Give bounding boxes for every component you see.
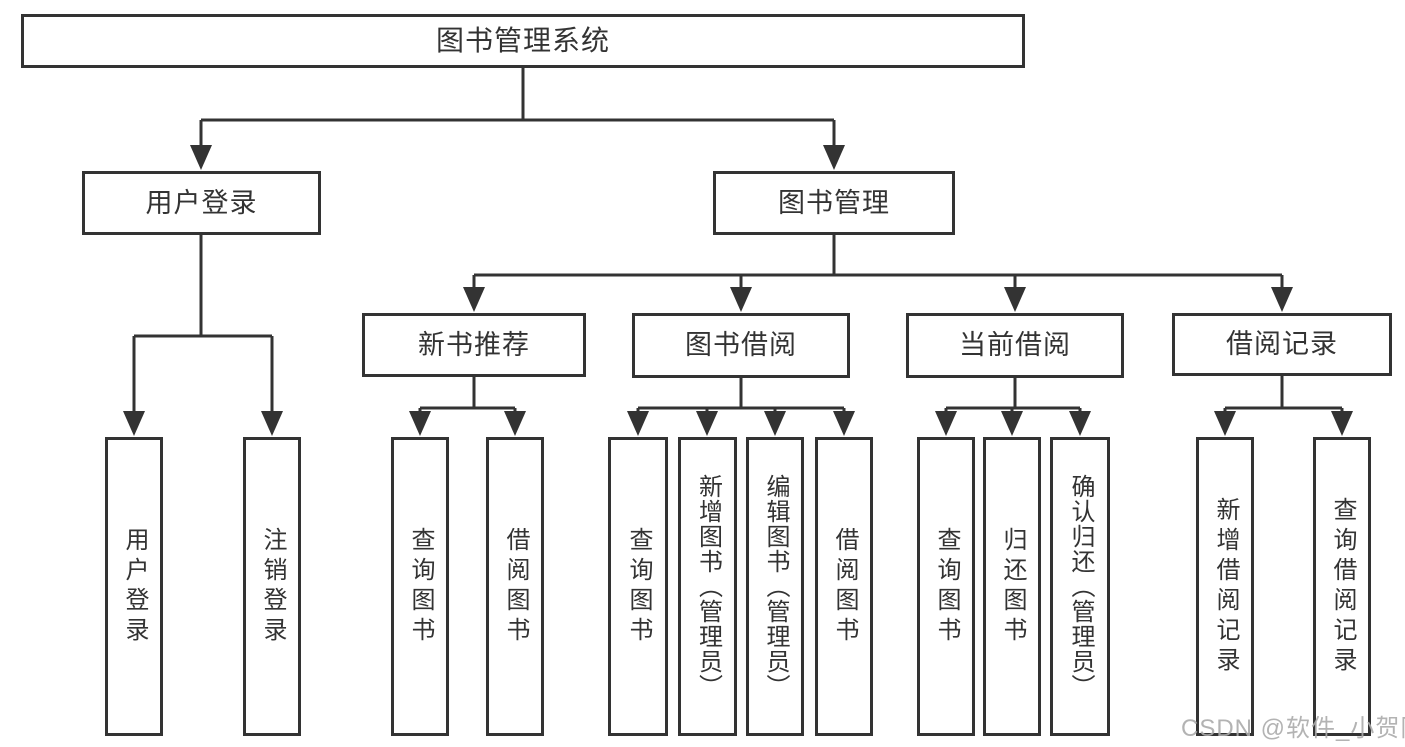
- node-current-borrow: 当前借阅: [906, 313, 1124, 378]
- node-user-login: 用户登录: [82, 171, 321, 235]
- arrowheads: [123, 145, 1353, 436]
- csdn-watermark: CSDN @软件_小贺同学: [1181, 715, 1405, 742]
- leaf-query-books-3: 查询图书: [917, 437, 975, 736]
- node-book-management: 图书管理: [713, 171, 955, 235]
- leaf-borrow-books-2: 借阅图书: [815, 437, 873, 736]
- leaf-user-login: 用户登录: [105, 437, 163, 736]
- node-borrow-records: 借阅记录: [1172, 313, 1392, 376]
- leaf-borrow-books-1: 借阅图书: [486, 437, 544, 736]
- leaf-logout: 注销登录: [243, 437, 301, 736]
- leaf-query-books-2: 查询图书: [608, 437, 668, 736]
- leaf-add-books-admin: 新增图书（管理员）: [678, 437, 737, 736]
- leaf-add-borrow-record: 新增借阅记录: [1196, 437, 1254, 736]
- node-new-book-recommend: 新书推荐: [362, 313, 586, 377]
- leaf-edit-books-admin: 编辑图书（管理员）: [746, 437, 804, 736]
- leaf-confirm-return-admin: 确认归还（管理员）: [1050, 437, 1110, 736]
- leaf-query-borrow-record: 查询借阅记录: [1313, 437, 1371, 736]
- node-book-borrow: 图书借阅: [632, 313, 850, 378]
- leaf-query-books-1: 查询图书: [391, 437, 449, 736]
- node-library-management-system: 图书管理系统: [21, 14, 1025, 68]
- leaf-return-books: 归还图书: [983, 437, 1041, 736]
